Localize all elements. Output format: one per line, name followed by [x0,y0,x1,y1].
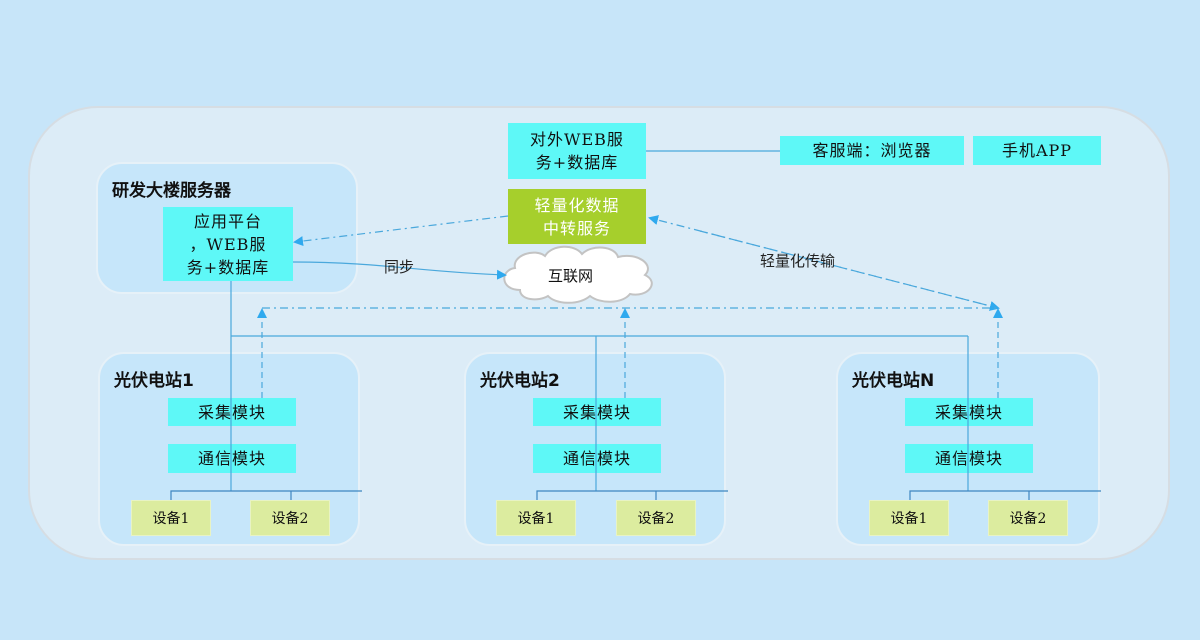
sync-label: 同步 [384,258,415,276]
device-label: 设备1 [517,511,555,527]
station-2-device-1[interactable]: 设备1 [496,500,576,536]
browser-client-node[interactable]: 客服端：浏览器 [780,136,964,165]
mobile-app-label: 手机APP [1001,141,1073,160]
external-web-line2: 务+数据库 [535,153,619,172]
external-web-line1: 对外WEB服 [530,130,624,149]
internet-cloud-icon[interactable] [503,245,653,304]
app-platform-line1: 应用平台 [193,211,262,231]
rd-server-title: 研发大楼服务器 [112,181,231,201]
device-label: 设备1 [890,511,928,527]
station-n-title: 光伏电站N [852,371,935,391]
sync-arrow [292,261,507,280]
station-1-title: 光伏电站1 [114,371,194,391]
station-2-title: 光伏电站2 [480,371,560,391]
relay-line1: 轻量化数据 [534,195,620,215]
station-n-device-2[interactable]: 设备2 [988,500,1068,536]
station-1-device-1[interactable]: 设备1 [131,500,211,536]
browser-client-label: 客服端：浏览器 [812,141,932,160]
app-platform-node[interactable]: 应用平台 ，WEB服 务+数据库 [163,207,293,281]
light-transfer-arrow-down [699,230,1000,311]
external-web-node[interactable]: 对外WEB服 务+数据库 [508,123,646,179]
internet-label: 互联网 [548,267,594,285]
station-1-device-2[interactable]: 设备2 [250,500,330,536]
device-label: 设备1 [152,511,190,527]
station-2-device-bus [536,490,728,500]
station-2-device-2[interactable]: 设备2 [616,500,696,536]
device-label: 设备2 [637,511,675,527]
device-label: 设备2 [271,511,309,527]
mobile-app-node[interactable]: 手机APP [973,136,1101,165]
station-1-device-bus [170,490,362,500]
station-1-collect-module[interactable]: 采集模块 [168,398,296,426]
relay-line2: 中转服务 [542,218,611,238]
app-platform-line2: ，WEB服 [189,234,267,254]
station-n-device-1[interactable]: 设备1 [869,500,949,536]
device-label: 设备2 [1009,511,1047,527]
station-n-device-bus [909,490,1101,500]
relay-service-node[interactable]: 轻量化数据 中转服务 [508,189,646,244]
app-platform-line3: 务+数据库 [186,257,270,277]
light-transfer-label: 轻量化传输 [760,252,836,270]
relay-to-platform-arrow [293,215,509,246]
